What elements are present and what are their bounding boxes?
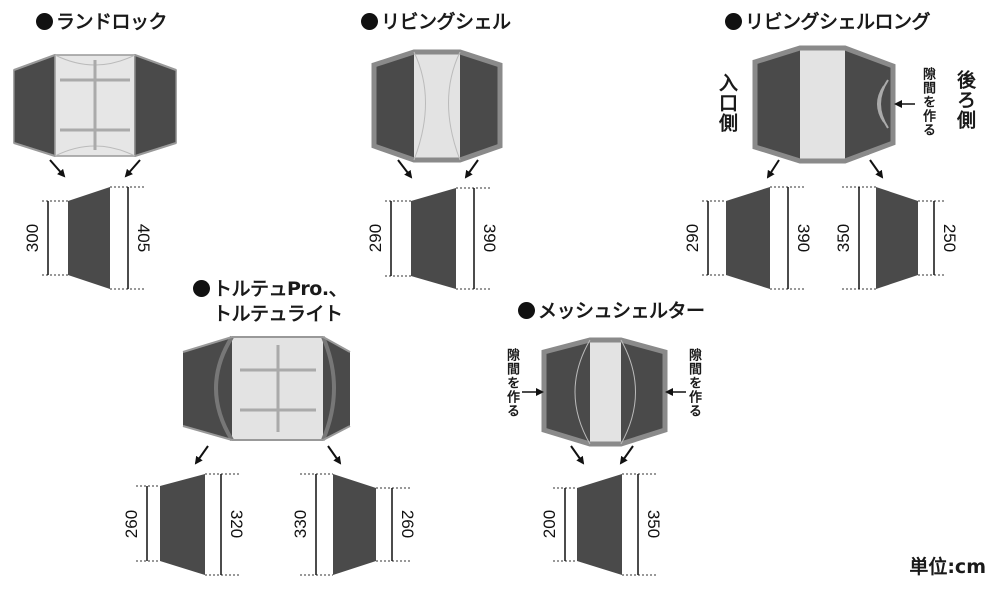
bullet-icon [36, 13, 53, 30]
arrow-icon [464, 159, 479, 179]
dim-landrock-b: 405 [134, 224, 153, 252]
title-text: トルテュライト [213, 303, 343, 325]
title-living-shell-long: リビングシェルロング [725, 7, 931, 34]
bullet-icon [725, 13, 742, 30]
dim-living-long-front-b: 390 [794, 224, 813, 252]
dim-tortuga-rear-b: 260 [398, 510, 417, 538]
living-shell-long-rear-panel [842, 186, 946, 290]
title-text: メッシュシェルター [538, 300, 705, 322]
tortuga-front-panel [136, 473, 241, 576]
tortuga-tent-top-view [182, 335, 351, 442]
landrock-panel [42, 186, 146, 290]
arrow-icon [397, 159, 413, 179]
dim-mesh-a: 200 [540, 510, 559, 538]
arrow-icon [327, 445, 342, 465]
dim-tortuga-rear-a: 330 [291, 510, 310, 538]
mesh-shelter-tent-top-view [541, 337, 668, 447]
arrow-icon [619, 445, 634, 465]
dim-tortuga-front-b: 320 [227, 510, 246, 538]
bullet-icon [193, 280, 210, 297]
title-text: リビングシェルロング [745, 11, 931, 33]
title-text: リビングシェル [381, 11, 511, 33]
landrock-tent-top-view [13, 53, 177, 158]
title-living-shell: リビングシェル [361, 7, 511, 34]
dim-landrock-a: 300 [23, 224, 42, 252]
bullet-icon [361, 13, 378, 30]
living-shell-long-tent-top-view [752, 45, 896, 164]
gap-label-long: 隙間を作る [920, 67, 935, 137]
entrance-side-label: 入口側 [716, 73, 738, 133]
arrow-icon [194, 445, 209, 465]
arrow-icon [869, 159, 884, 179]
rear-side-label: 後ろ側 [954, 70, 976, 130]
title-text: トルテュPro.、 [213, 278, 348, 300]
dim-living-long-rear-a: 350 [834, 224, 853, 252]
dim-living-b: 390 [480, 224, 499, 252]
title-tortuga: トルテュPro.、 [193, 274, 348, 301]
unit-label: 単位:cm [909, 556, 986, 578]
title-landrock: ランドロック [36, 7, 168, 34]
arrow-icon [570, 445, 585, 465]
dim-mesh-b: 350 [644, 510, 663, 538]
dim-tortuga-front-a: 260 [122, 510, 141, 538]
gap-label-mesh-left: 隙間を作る [504, 348, 519, 418]
arrow-icon [49, 159, 66, 178]
living-shell-tent-top-view [371, 49, 503, 163]
arrow-icon [124, 159, 141, 178]
title-mesh-shelter: メッシュシェルター [518, 296, 705, 323]
dim-living-long-rear-b: 250 [940, 224, 959, 252]
dim-living-a: 290 [366, 224, 385, 252]
bullet-icon [518, 302, 535, 319]
mesh-shelter-panel [553, 473, 658, 576]
living-shell-panel [385, 187, 492, 290]
tortuga-rear-panel [300, 473, 410, 576]
title-text: ランドロック [56, 11, 168, 33]
dim-living-long-front-a: 290 [683, 224, 702, 252]
title-tortuga-line2: トルテュライト [213, 299, 343, 326]
arrow-icon [766, 159, 780, 179]
gap-label-mesh-right: 隙間を作る [686, 348, 701, 418]
living-shell-long-front-panel [702, 186, 806, 290]
